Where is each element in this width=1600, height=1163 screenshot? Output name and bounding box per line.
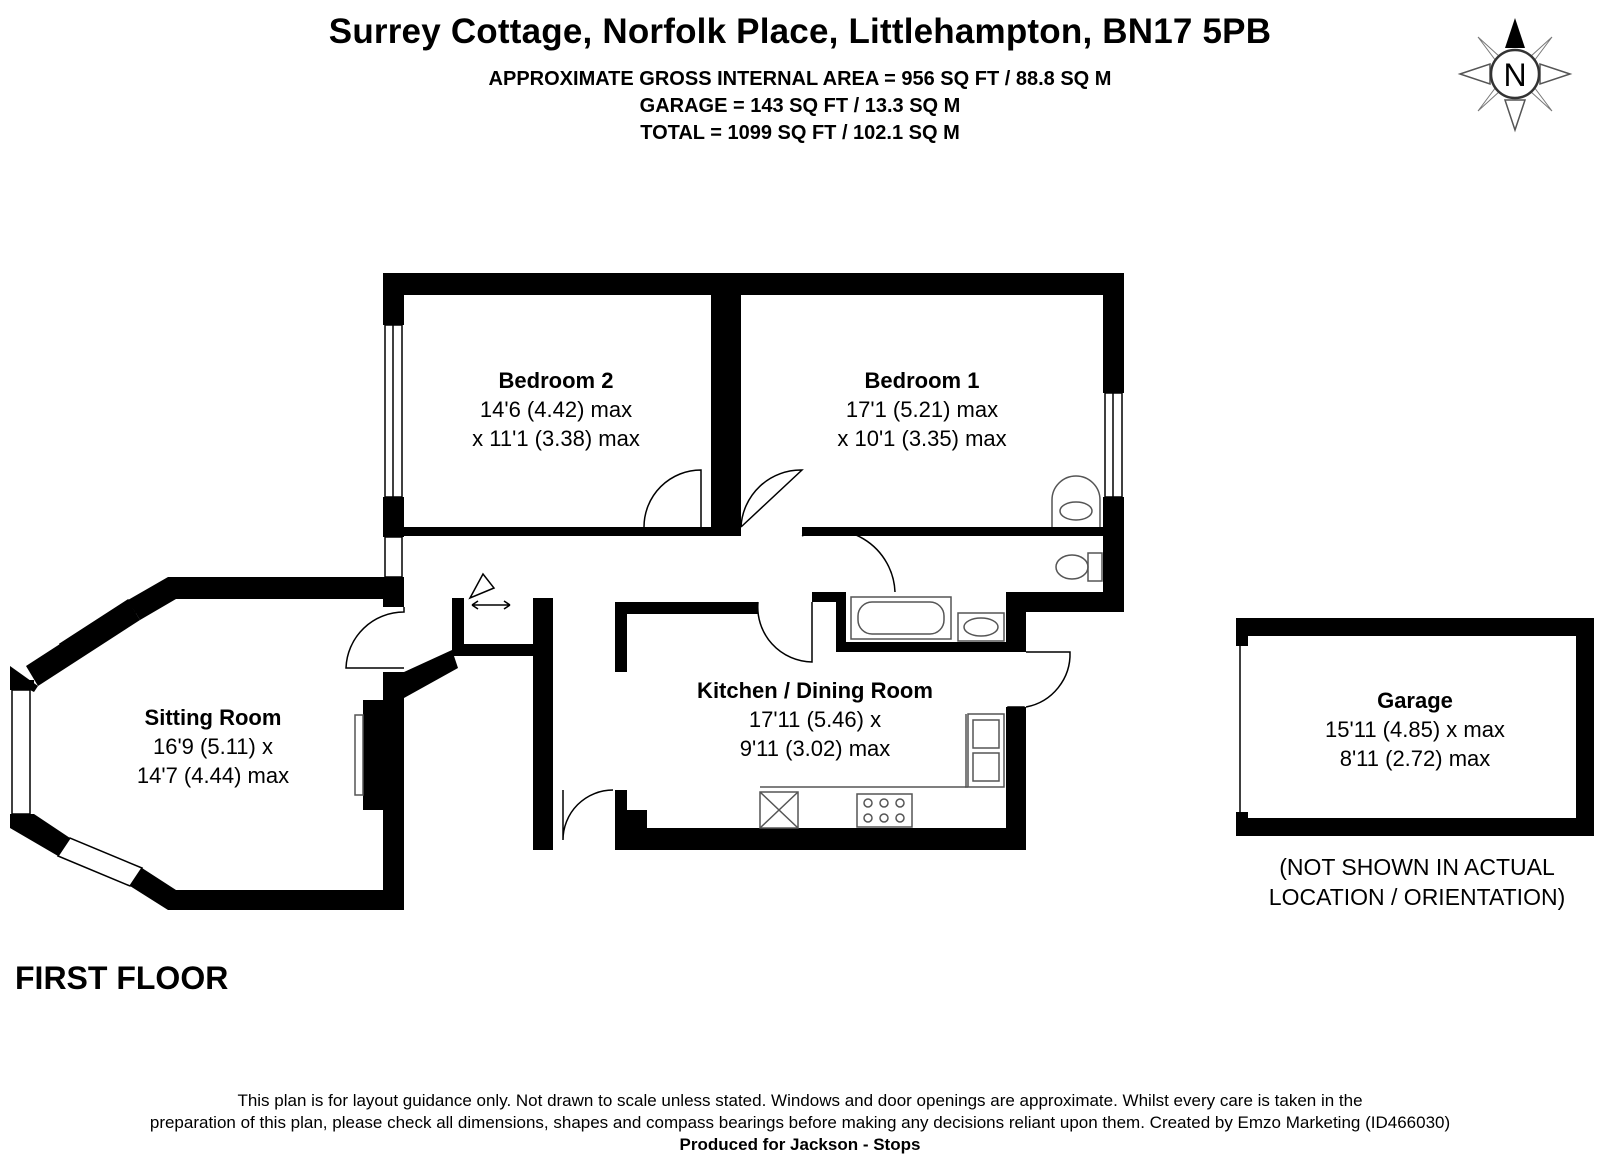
room-name: Garage [1377,688,1453,713]
windows [11,324,1241,887]
room-dimension: 16'9 (5.11) x [153,734,273,759]
room-label-kitchen-dining: Kitchen / Dining Room 17'11 (5.46) x 9'1… [697,676,933,763]
disclaimer-line: preparation of this plan, please check a… [149,1113,1451,1132]
garage-note-line: (NOT SHOWN IN ACTUAL [1279,854,1555,880]
room-label-bedroom-2: Bedroom 2 14'6 (4.42) max x 11'1 (3.38) … [472,366,640,453]
disclaimer: This plan is for layout guidance only. N… [0,1090,1600,1156]
walls [10,273,1594,910]
fixtures [354,475,1103,829]
room-label-garage: Garage 15'11 (4.85) x max 8'11 (2.72) ma… [1325,686,1505,773]
room-label-bedroom-1: Bedroom 1 17'1 (5.21) max x 10'1 (3.35) … [837,366,1006,453]
room-dimension: 8'11 (2.72) max [1339,746,1491,771]
room-label-sitting-room: Sitting Room 16'9 (5.11) x 14'7 (4.44) m… [137,703,289,790]
room-dimension: 9'11 (3.02) max [739,736,891,761]
room-dimension: x 11'1 (3.38) max [472,426,640,451]
room-name: Bedroom 1 [864,368,980,393]
disclaimer-line: This plan is for layout guidance only. N… [237,1091,1363,1110]
north-arrow-compass-icon: N [1457,18,1573,133]
area-summary: APPROXIMATE GROSS INTERNAL AREA = 956 SQ… [0,66,1600,147]
compass-north-letter: N [1503,57,1526,93]
room-name: Sitting Room [144,705,282,730]
room-dimension: 17'11 (5.46) x [748,707,882,732]
gross-area-line: APPROXIMATE GROSS INTERNAL AREA = 956 SQ… [488,68,1112,90]
room-dimension: 14'7 (4.44) max [136,763,290,788]
room-name: Kitchen / Dining Room [697,678,933,703]
plan-title: Surrey Cottage, Norfolk Place, Littleham… [328,12,1272,51]
total-area-line: TOTAL = 1099 SQ FT / 102.1 SQ M [640,122,960,144]
room-dimension: 15'11 (4.85) x max [1325,717,1505,742]
room-dimension: x 10'1 (3.35) max [837,426,1007,451]
room-name: Bedroom 2 [498,368,614,393]
room-dimension: 14'6 (4.42) max [479,397,633,422]
floor-level-label: FIRST FLOOR [15,960,229,996]
garage-note-line: LOCATION / ORIENTATION) [1268,884,1566,910]
garage-location-note: (NOT SHOWN IN ACTUAL LOCATION / ORIENTAT… [1269,852,1565,912]
garage-area-line: GARAGE = 143 SQ FT / 13.3 SQ M [639,95,961,117]
doors [345,469,1071,841]
produced-for-label: Produced for Jackson - Stops [679,1135,921,1154]
room-dimension: 17'1 (5.21) max [845,397,999,422]
